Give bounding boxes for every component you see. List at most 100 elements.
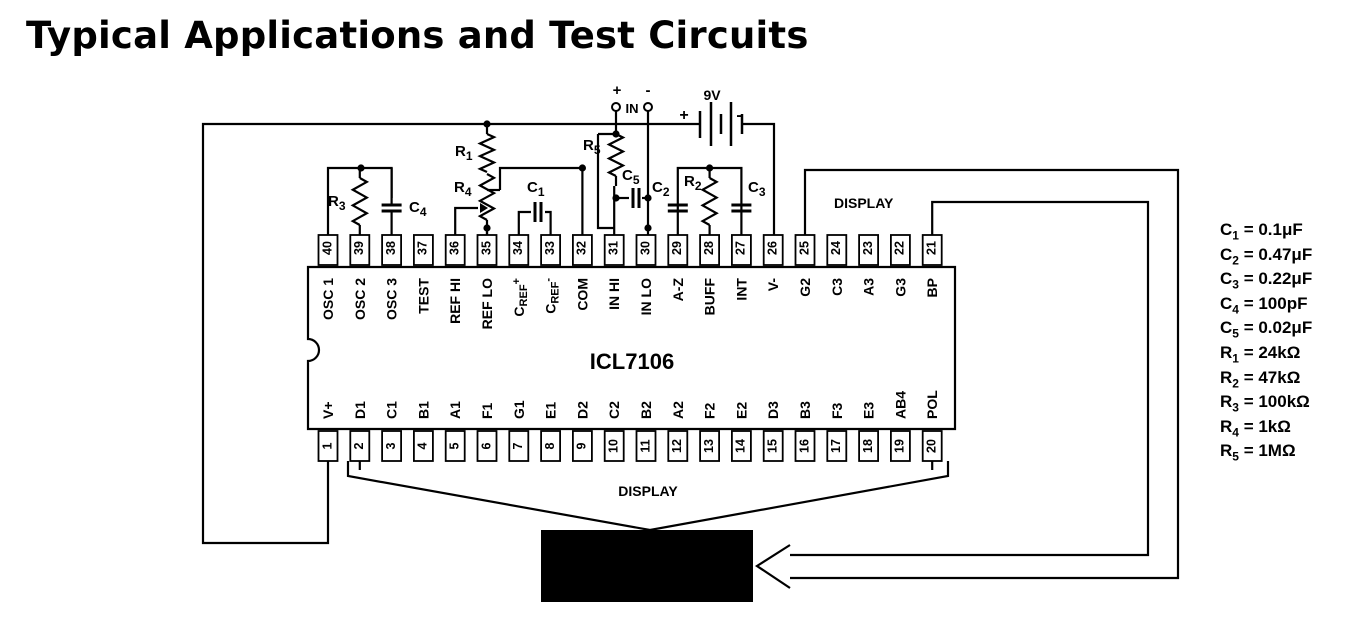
pin-2-number: 2: [352, 442, 366, 449]
pin-4-box: [412, 430, 434, 462]
pin-3-number: 3: [384, 442, 398, 449]
pin-16-label: B3: [797, 401, 813, 419]
pin-9-label: D2: [574, 401, 590, 419]
pin-30-number: 30: [638, 241, 652, 255]
pin-3-label: C1: [384, 401, 400, 419]
pin-12-box: [667, 430, 689, 462]
pin-16-number: 16: [797, 439, 811, 453]
r4-wiper-arrow: [480, 203, 488, 213]
pin-17-number: 17: [829, 439, 843, 453]
vplus-wire: [201, 122, 700, 545]
pin-32-number: 32: [575, 241, 589, 255]
junction-dot: [483, 224, 491, 232]
battery-label: 9V: [703, 87, 721, 103]
pin-8-box: [540, 430, 561, 462]
pin-23-label: A3: [861, 278, 877, 296]
c5-capacitor: [631, 188, 641, 208]
c2-capacitor: [667, 203, 688, 213]
input-plus-terminal: [611, 102, 621, 112]
junction-dot: [644, 224, 652, 232]
r2-resistor: [700, 177, 719, 226]
input-minus-sign: -: [646, 82, 651, 99]
display-wire-g2: [790, 168, 1180, 580]
pin-39-label: OSC 2: [352, 278, 368, 320]
lcd-reading: -199.9: [549, 535, 745, 605]
pin-10-number: 10: [606, 439, 620, 453]
component-value-c3: C3 = 0.22μF: [1220, 269, 1313, 292]
display-label-top: DISPLAY: [834, 195, 894, 211]
pin-7-label: G1: [511, 400, 527, 419]
pin-15-box: [762, 430, 784, 462]
pin-38-label: OSC 3: [384, 278, 400, 320]
pin-19-number: 19: [893, 439, 907, 453]
c1-lead: [517, 210, 531, 235]
r2-label: R2: [684, 173, 702, 193]
pin-2-label: D1: [352, 401, 368, 419]
pin-37-label: TEST: [415, 278, 431, 314]
r5-resistor: [606, 133, 626, 177]
vminus-wire: [742, 122, 776, 235]
c1-capacitor: [533, 202, 543, 222]
pin-32-label: COM: [574, 278, 590, 311]
pin-40-label: OSC 1: [320, 278, 336, 320]
pin-12-label: A2: [670, 401, 686, 419]
com-to-inlo: [596, 134, 615, 230]
pin-9-number: 9: [575, 442, 589, 449]
junction-dot: [644, 194, 652, 202]
pin-18-number: 18: [861, 439, 875, 453]
c3-label: C3: [748, 179, 766, 199]
pin-38-number: 38: [384, 241, 398, 255]
chip-name: ICL7106: [590, 349, 674, 374]
display-label-bottom: DISPLAY: [618, 483, 678, 499]
pin-11-box: [635, 430, 657, 462]
component-value-c1: C1 = 0.1μF: [1220, 220, 1303, 243]
pin-27-label: INT: [733, 278, 749, 301]
pin-18-label: E3: [861, 402, 877, 419]
c1-label: C1: [527, 179, 545, 199]
pin-14-box: [731, 430, 752, 462]
pin-6-number: 6: [479, 442, 493, 449]
pin-39-number: 39: [352, 241, 366, 255]
pin-13-label: F2: [702, 402, 718, 419]
pin-3-box: [381, 430, 403, 462]
junction-dot: [483, 120, 491, 128]
battery-plus-sign: +: [679, 107, 688, 124]
c3-capacitor: [731, 203, 752, 213]
c5-label: C5: [622, 167, 640, 187]
pin-24-number: 24: [829, 241, 843, 255]
component-value-c2: C2 = 0.47μF: [1220, 244, 1313, 267]
pin-37-number: 37: [416, 241, 430, 255]
pin-19-label: AB4: [892, 391, 908, 419]
pin-18-box: [858, 430, 879, 462]
pin-21-label: BP: [924, 278, 940, 297]
pin-24-label: C3: [829, 278, 845, 296]
pin-28-number: 28: [702, 241, 716, 255]
pin-17-box: [826, 430, 848, 462]
pin-19-box: [890, 430, 911, 462]
pin-9-box: [572, 430, 593, 462]
component-value-r5: R5 = 1MΩ: [1220, 441, 1296, 464]
c4-label: C4: [409, 199, 427, 219]
component-value-r4: R4 = 1kΩ: [1220, 416, 1291, 440]
pin-4-number: 4: [416, 442, 430, 449]
pin-25-label: G2: [797, 278, 813, 297]
pin-23-box: [858, 234, 879, 266]
pin-5-number: 5: [447, 442, 461, 449]
pin-12-number: 12: [670, 439, 684, 453]
pin-11-number: 11: [638, 439, 652, 452]
pin-25-number: 25: [797, 241, 811, 255]
pin-13-box: [699, 430, 720, 462]
component-value-r1: R1 = 24kΩ: [1220, 342, 1301, 366]
pin-5-label: A1: [447, 401, 463, 419]
junction-dot: [578, 164, 587, 172]
r1-resistor: [477, 132, 497, 174]
pin-6-label: F1: [479, 402, 495, 419]
pin-10-box: [603, 430, 625, 462]
pin-37-box: [412, 234, 434, 266]
battery-minus-sign: -: [736, 107, 741, 124]
component-value-r2: R2 = 47kΩ: [1220, 367, 1301, 390]
chip-body: [306, 265, 957, 431]
